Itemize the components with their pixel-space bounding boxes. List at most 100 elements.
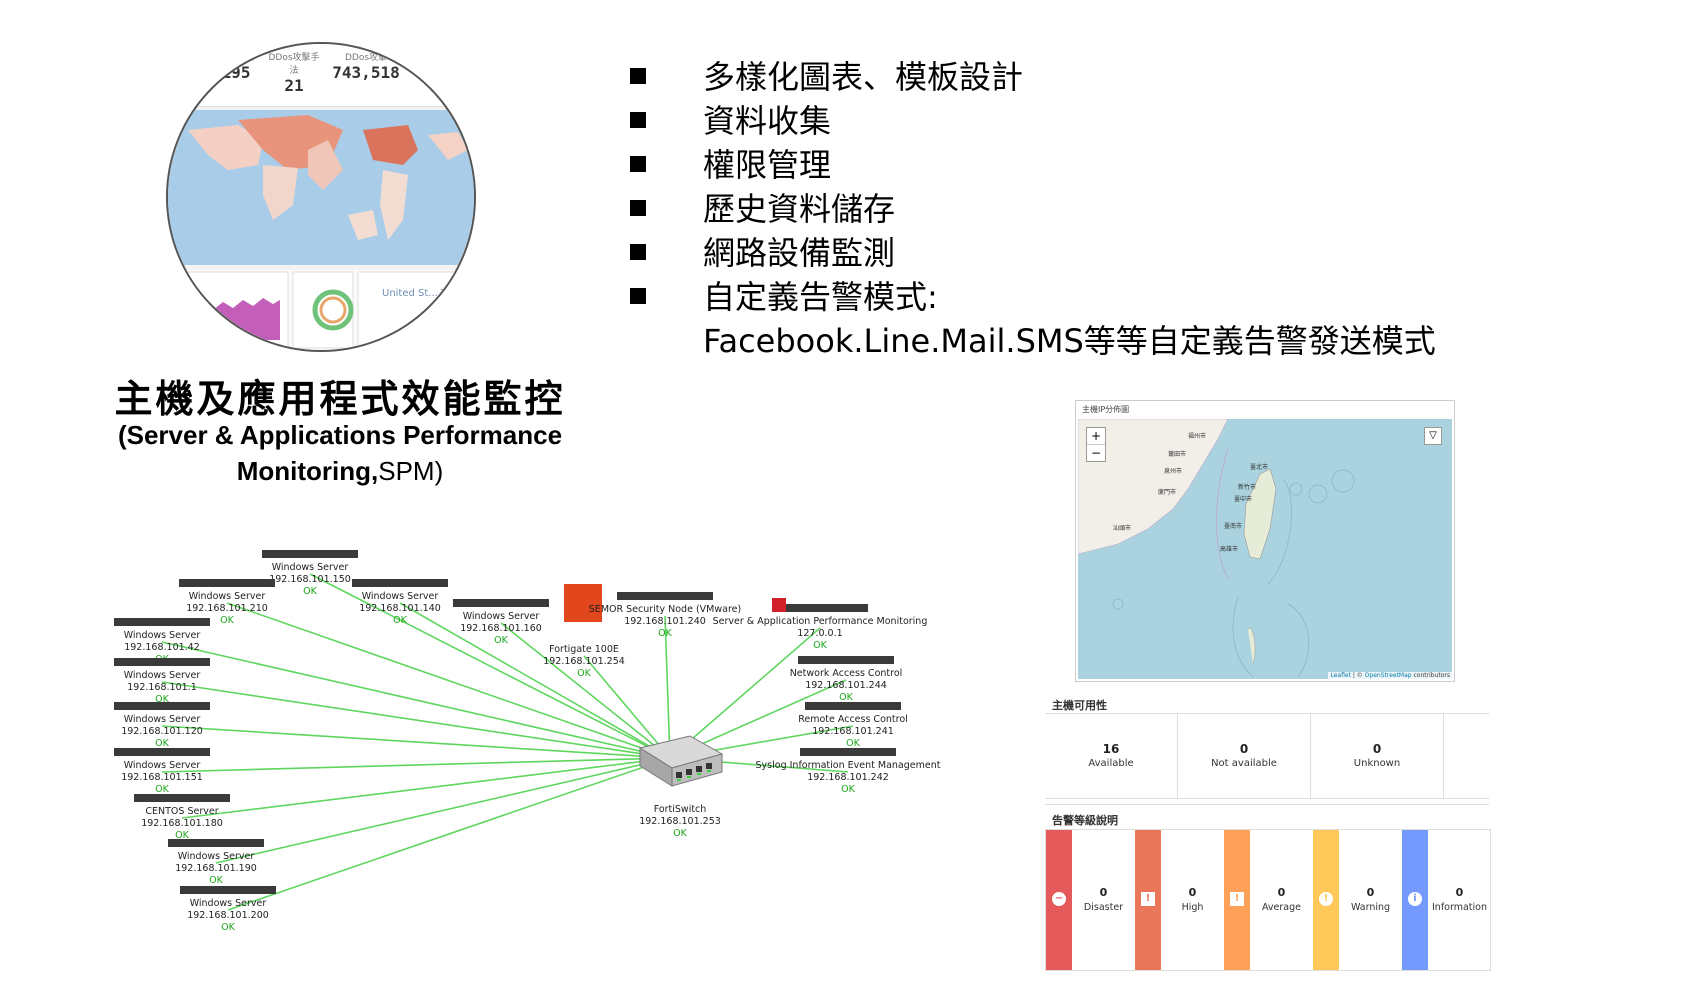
severity-color-bar: −	[1046, 830, 1072, 970]
node-status: OK	[577, 668, 591, 679]
zoom-out-button[interactable]: −	[1090, 446, 1102, 460]
stat-value: 743,518	[332, 63, 400, 82]
node-name: Windows Server	[362, 591, 439, 602]
availability-label: Not available	[1211, 758, 1277, 769]
node-ip: 192.168.101.150	[269, 574, 351, 585]
subtitle-rest: SPM)	[378, 456, 444, 486]
availability-value: 0	[1239, 742, 1249, 756]
node-status: OK	[209, 875, 223, 886]
filter-icon[interactable]: ▽	[1424, 427, 1442, 445]
attribution-sep: | ©	[1350, 672, 1365, 679]
map-label: 莆田市	[1168, 451, 1187, 458]
availability-label: Available	[1088, 758, 1134, 769]
map-attribution: Leaflet | © OpenStreetMap contributors	[1328, 672, 1452, 679]
availability-value: 16	[1102, 742, 1120, 756]
divider	[1045, 804, 1489, 805]
mini-panels-svg	[187, 271, 455, 349]
subtitle-bold: Monitoring,	[236, 456, 379, 486]
map-label: 泉州市	[1164, 468, 1183, 475]
severity-disaster[interactable]: − 0 Disaster	[1046, 830, 1135, 970]
network-link	[227, 757, 671, 911]
hub-switch[interactable]: FortiSwitch 192.168.101.253 OK	[638, 735, 724, 839]
availability-title: 主機可用性	[1052, 699, 1107, 712]
node-status: OK	[494, 635, 508, 646]
node-status: OK	[155, 738, 169, 749]
node-name: Windows Server	[124, 760, 201, 771]
node-ip: 192.168.101.190	[175, 863, 257, 874]
severity-warning[interactable]: ! 0 Warning	[1313, 830, 1402, 970]
severity-average[interactable]: ! 0 Average	[1224, 830, 1313, 970]
severity-color-bar: !	[1135, 830, 1161, 970]
bullet-icon	[630, 112, 646, 128]
feature-item: 歷史資料儲存	[630, 187, 1436, 231]
node-status: OK	[221, 922, 235, 933]
availability-value: 0	[1372, 742, 1382, 756]
severity-information[interactable]: i 0 Information	[1402, 830, 1491, 970]
severity-value: 0	[1099, 886, 1108, 899]
availability-unknown[interactable]: 0 Unknown	[1311, 714, 1444, 798]
page-title: 主機及應用程式效能監控	[114, 377, 566, 421]
stat-label: DDos攻擊	[344, 53, 388, 63]
hub-ip: 192.168.101.253	[639, 816, 721, 827]
severity-color-bar: i	[1402, 830, 1428, 970]
node-ip: 127.0.0.1	[797, 628, 842, 639]
node-status: OK	[155, 694, 169, 705]
server-icon	[114, 658, 210, 666]
server-icon	[805, 702, 901, 710]
severity-value: 0	[1455, 886, 1464, 899]
network-link	[669, 627, 821, 759]
severity-value: 0	[1366, 886, 1375, 899]
availability-label: Unknown	[1353, 758, 1401, 769]
node-status: OK	[155, 784, 169, 795]
page-subtitle-line1: (Server & Applications Performance	[117, 420, 563, 450]
hub-status: OK	[673, 828, 687, 839]
node-name: Fortigate 100E	[549, 644, 619, 655]
map-canvas[interactable]: 臺北市 新竹市 臺中市 臺南市 高雄市 福州市 廈門市 泉州市 莆田市 汕頭市	[1077, 418, 1452, 679]
severity-label: Average	[1261, 902, 1301, 913]
osm-link[interactable]: OpenStreetMap	[1364, 672, 1412, 679]
node-status: OK	[846, 738, 860, 749]
node-name: Server & Application Performance Monitor…	[713, 616, 928, 627]
server-icon	[800, 748, 896, 756]
network-node[interactable]: Syslog Information Event Management192.1…	[756, 748, 941, 795]
availability-not-available[interactable]: 0 Not available	[1178, 714, 1311, 798]
page-subtitle-line2: Monitoring,SPM)	[56, 456, 624, 487]
node-status: OK	[393, 615, 407, 626]
node-ip: 192.168.101.210	[186, 603, 268, 614]
severity-label: Disaster	[1083, 902, 1124, 913]
network-node[interactable]: SEMOR Security Node (VMware)192.168.101.…	[589, 592, 741, 639]
node-ip: 192.168.101.240	[624, 616, 706, 627]
node-status: OK	[813, 640, 827, 651]
map-label: 福州市	[1188, 433, 1207, 440]
availability-available[interactable]: 16 Available	[1045, 714, 1178, 798]
node-ip: 192.168.101.140	[359, 603, 441, 614]
feature-text: 自定義告警模式:	[703, 278, 938, 316]
severity-high[interactable]: ! 0 High	[1135, 830, 1224, 970]
warning-icon: !	[1319, 892, 1333, 906]
network-link	[161, 641, 671, 759]
leaflet-link[interactable]: Leaflet	[1330, 672, 1351, 679]
server-icon	[179, 579, 275, 587]
hub-name: FortiSwitch	[654, 804, 707, 815]
node-ip: 192.168.101.180	[141, 818, 223, 829]
feature-text: 資料收集	[703, 102, 832, 140]
zoom-in-button[interactable]: +	[1087, 428, 1105, 445]
feature-item: 多樣化圖表、模板設計	[630, 55, 1436, 99]
node-name: Windows Server	[178, 851, 255, 862]
network-node[interactable]: Server & Application Performance Monitor…	[713, 598, 928, 651]
